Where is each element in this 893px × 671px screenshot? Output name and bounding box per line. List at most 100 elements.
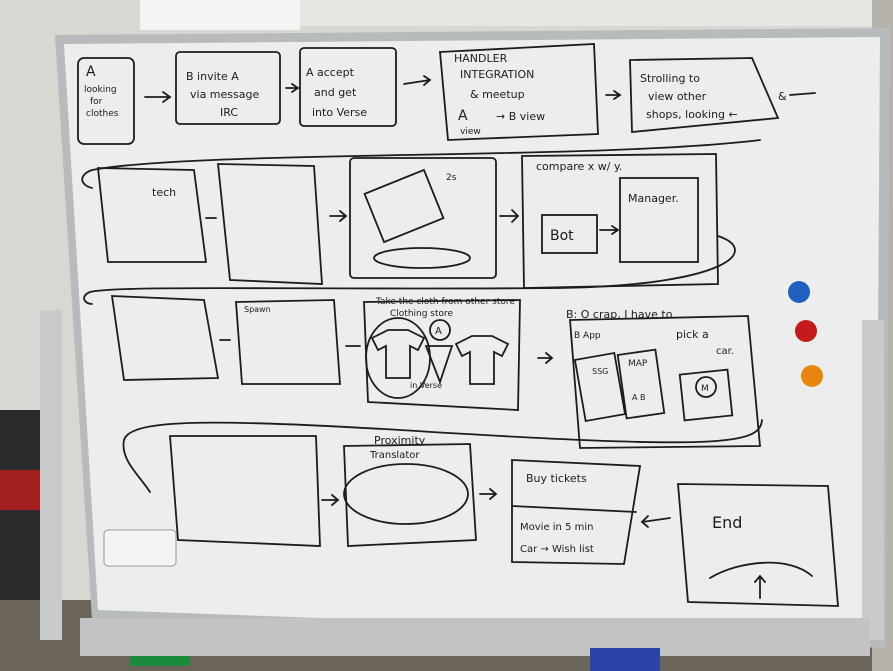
orange-magnet <box>801 365 823 387</box>
row4-buy: Buy tickets <box>526 472 587 485</box>
row1-box4-line3: & meetup <box>470 88 525 101</box>
row3-map: MAP <box>628 359 648 369</box>
row3-ssg: SSG <box>592 367 608 376</box>
row1-box4-line4: A <box>458 108 468 124</box>
row3-ab: A B <box>632 393 646 402</box>
green-marker <box>130 656 190 666</box>
row3-take: Take the cloth from other store <box>375 297 515 307</box>
row4-box3 <box>511 459 642 565</box>
row3-inverse: in Verse <box>410 381 442 390</box>
row4-box3-divider <box>511 505 637 513</box>
row4-end: End <box>712 513 742 532</box>
row1-box4-line1: HANDLER <box>454 52 508 65</box>
row1-box5-line2: view other <box>648 90 707 103</box>
row1-tail: & <box>778 90 787 103</box>
row3-b-app: B App <box>574 331 601 341</box>
row4-movie: Movie in 5 min <box>520 522 593 533</box>
row1-box3-line1: A accept <box>306 66 355 79</box>
row2-bot: Bot <box>550 228 574 244</box>
row4-arrow3 <box>640 515 671 528</box>
row1-box1-line4: clothes <box>86 109 119 119</box>
row1-box2-line1: B invite A <box>186 70 239 83</box>
row3-phone1 <box>573 351 627 423</box>
row2-manager-box <box>619 177 699 263</box>
blue-magnet <box>788 281 810 303</box>
row1-arrow4 <box>605 90 622 100</box>
row4-end-arrow <box>754 574 766 599</box>
red-magnet <box>795 320 817 342</box>
row3-shirt <box>370 329 426 379</box>
row4-proximity: Proximity <box>374 434 426 447</box>
row2-box1 <box>96 167 208 263</box>
stand-left <box>40 310 62 640</box>
row2-book <box>363 168 445 244</box>
row1-box4-line6: → B view <box>496 110 545 123</box>
row3-clothing: Clothing store <box>390 309 454 319</box>
row2-2s: 2s <box>446 173 457 183</box>
row3-avatar-a-head <box>429 319 451 341</box>
row1-arrow2 <box>285 83 300 93</box>
row2-ellipse <box>373 247 471 269</box>
row1-box4-line2: INTEGRATION <box>460 68 534 81</box>
row1-box4-line5: view <box>460 127 481 137</box>
board-eraser <box>103 529 177 567</box>
row2-bot-box <box>541 214 598 254</box>
row4-box1 <box>169 435 321 547</box>
row1-box1-line3: for <box>90 97 103 107</box>
row3-b: B: O crap, I have to <box>566 308 673 321</box>
connector-1 <box>81 139 761 189</box>
row3-m-icon <box>695 376 717 398</box>
row3-spawn: Spawn <box>244 305 271 314</box>
row1-tail-arrow <box>789 92 816 96</box>
row4-end-line <box>709 561 813 579</box>
connector-2 <box>83 235 736 305</box>
row3-box4 <box>569 315 761 449</box>
row2-tech: tech <box>152 186 176 199</box>
row1-box5-line1: Strolling to <box>640 72 700 85</box>
row3-phone2 <box>616 348 666 420</box>
row3-a: A <box>435 326 442 337</box>
row1-box2-line2: via message <box>190 88 259 101</box>
row1-box5-line3: shops, looking ← <box>646 108 738 121</box>
row4-translator-ellipse <box>343 463 469 525</box>
row2-bot-arrow <box>599 225 620 235</box>
row3-car: car. <box>716 346 734 357</box>
whiteboard-surface <box>64 37 880 638</box>
marker-tray <box>80 618 870 656</box>
row1-box2-line3: IRC <box>220 106 238 119</box>
row3-box2 <box>235 299 341 385</box>
row1-arrow3 <box>403 75 432 86</box>
row3-m: M <box>701 384 709 394</box>
row3-box1 <box>110 295 220 381</box>
row3-avatar-a <box>424 345 454 385</box>
row3-arrow3 <box>537 352 554 364</box>
ceiling-light <box>140 0 300 30</box>
row4-box2 <box>343 443 477 547</box>
row4-box4 <box>677 483 839 607</box>
row4-translator: Translator <box>369 450 420 461</box>
row2-box2 <box>216 163 323 285</box>
row1-box3 <box>299 47 397 127</box>
row2-arrow2 <box>329 210 348 222</box>
row1-box1-line2: looking <box>84 85 117 95</box>
connector-3 <box>122 419 763 493</box>
row1-box2 <box>175 51 281 125</box>
row3-shirt2 <box>454 335 510 385</box>
row2-manager: Manager. <box>628 192 679 205</box>
ceiling <box>300 0 893 26</box>
blue-eraser <box>590 648 660 671</box>
stand-right <box>862 320 884 640</box>
row2-arrow3 <box>499 209 520 223</box>
row1-box4 <box>439 43 599 141</box>
row1-box5 <box>629 57 780 133</box>
row1-arrow1 <box>144 91 172 103</box>
row1-box1-line1: A <box>86 64 96 80</box>
row4-arrow1 <box>321 494 340 506</box>
row4-arrow2 <box>479 488 498 500</box>
row3-pick: pick a <box>676 328 709 341</box>
row2-box4 <box>521 153 719 289</box>
row3-phone3 <box>678 368 734 422</box>
row4-car: Car → Wish list <box>520 544 594 555</box>
row1-box1 <box>77 57 135 145</box>
